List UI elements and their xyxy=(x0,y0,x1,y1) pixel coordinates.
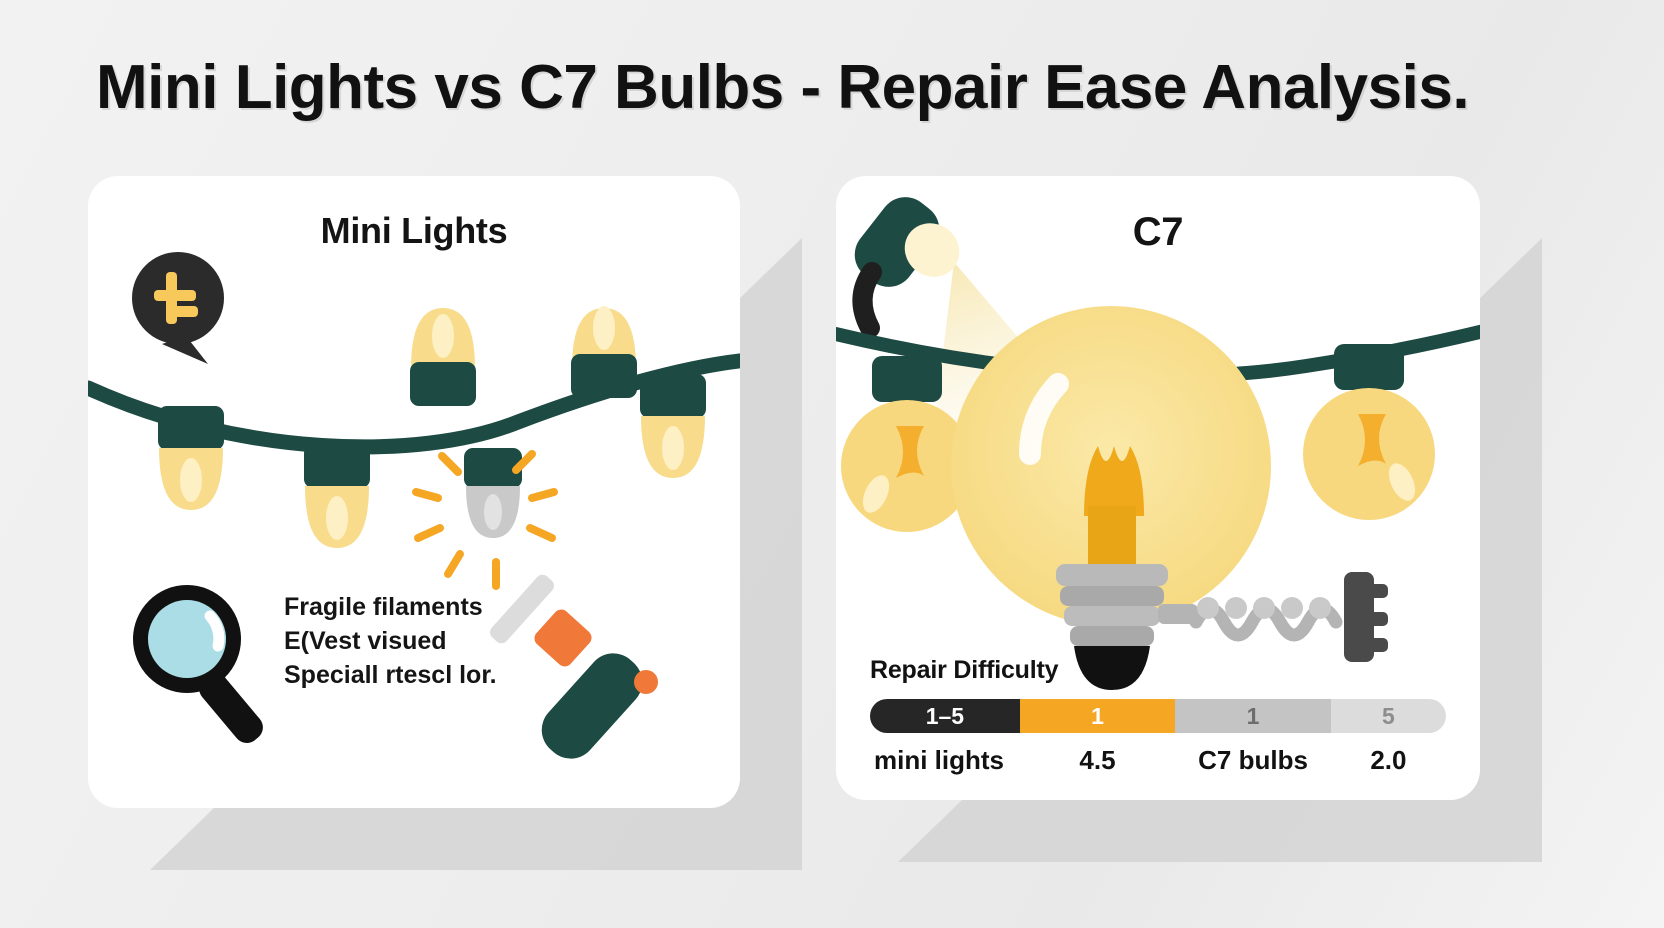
desk-lamp-icon xyxy=(852,197,960,338)
bar-segment-mini-lights: 1 xyxy=(1019,699,1176,733)
difficulty-bar[interactable]: 1–5 1 1 5 xyxy=(870,699,1446,733)
bar-label-mini-lights: mini lights xyxy=(874,745,1004,775)
page-title: Mini Lights vs C7 Bulbs - Repair Ease An… xyxy=(96,53,1470,122)
bar-value-mini-lights: 4.5 xyxy=(1079,745,1116,775)
repair-difficulty-metric: Repair Difficulty 1–5 1 1 5 mini lights … xyxy=(870,656,1446,776)
difficulty-bar-labels: mini lights 4.5 C7 bulbs 2.0 xyxy=(870,745,1446,776)
bulb-down-2 xyxy=(304,444,370,548)
bar-label-c7-bulbs: C7 bulbs xyxy=(1198,745,1308,775)
broken-bulb xyxy=(464,448,522,538)
bulb-down-1 xyxy=(158,406,224,510)
metric-label: Repair Difficulty xyxy=(870,656,1059,684)
light-bulb-icon xyxy=(951,306,1271,690)
plug-icon xyxy=(154,272,198,324)
feature-item-3: Speciall rtescl lor. xyxy=(284,661,497,689)
bar-segment-scale-range: 1–5 xyxy=(870,699,1020,733)
c7-bulb-left xyxy=(841,356,973,532)
c7-bulb-right xyxy=(1303,344,1435,520)
plug-badge[interactable] xyxy=(132,252,224,364)
c7-string-wire xyxy=(836,324,1480,383)
spark-icon xyxy=(412,450,558,590)
card-title-c7: C7 xyxy=(1132,210,1184,254)
screwdriver-icon xyxy=(490,574,658,759)
bar-value-c7-bulbs: 2.0 xyxy=(1370,745,1407,775)
bar-segment-c7-bulbs: 1 xyxy=(1175,699,1331,733)
card-c7-bulbs[interactable]: C7 xyxy=(836,176,1480,800)
c7-bulbs-illustration xyxy=(836,197,1480,690)
feature-item-1: Fragile filaments xyxy=(284,593,483,621)
bulb-up-2 xyxy=(571,306,637,398)
bulb-screw-base xyxy=(1056,564,1168,690)
card-title-mini-lights: Mini Lights xyxy=(320,210,508,251)
bar-segment-scale-max: 5 xyxy=(1330,699,1446,733)
bulb-down-3 xyxy=(640,374,706,478)
feature-item-2: E(Vest visued xyxy=(284,627,447,655)
card-mini-lights[interactable]: Mini Lights xyxy=(88,176,740,808)
mini-lights-feature-list: Fragile filaments E(Vest visued Speciall… xyxy=(284,590,497,692)
spring-icon xyxy=(1158,572,1388,662)
mini-lights-illustration xyxy=(88,252,740,759)
bulb-up-1 xyxy=(410,308,476,406)
magnifier-icon xyxy=(133,585,263,743)
